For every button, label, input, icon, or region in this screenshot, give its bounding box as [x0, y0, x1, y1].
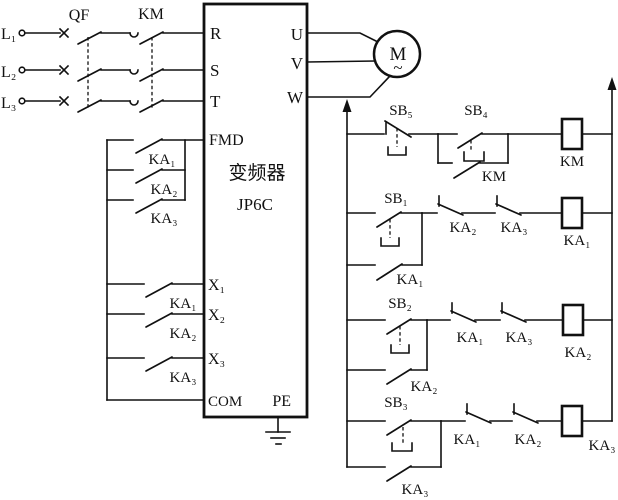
motor-ac-symbol: ~	[393, 58, 402, 77]
x2-contact-ka2: KA₂	[170, 326, 197, 342]
ka2-coil-label: KA₂	[565, 345, 592, 361]
terminal-fmd: FMD	[209, 132, 244, 149]
ka1-nc-label: KA₁	[454, 432, 481, 448]
terminal-x2: X₂	[208, 307, 225, 324]
no-pushbutton-sb4-icon	[457, 132, 483, 149]
no-contact-blade-icon	[145, 312, 173, 328]
km-coil	[560, 117, 584, 151]
motor: M ~	[306, 29, 422, 98]
km-seal-label: KM	[482, 169, 506, 185]
seal-contact-ka2-icon	[386, 368, 412, 385]
sb2-label: SB₂	[388, 296, 412, 312]
x3-contact-ka3: KA₃	[170, 370, 197, 386]
fmd-contact-ka3: KA₃	[151, 211, 178, 227]
rung-km: SB₅ SB₄ KM KM	[346, 103, 613, 185]
ka1-seal-label: KA₁	[397, 272, 424, 288]
terminal-x3: X₃	[208, 351, 225, 368]
sb5-label: SB₅	[389, 103, 413, 119]
contact-arc-icon	[129, 32, 139, 38]
no-contact-blade-icon	[145, 356, 173, 372]
seal-contact-km-icon	[453, 161, 481, 179]
x-input-relay-contacts: KA₁ KA₂ KA₃	[106, 282, 205, 401]
up-arrow-icon	[607, 77, 617, 90]
ka1-coil-label: KA₁	[564, 233, 591, 249]
terminal-dot	[18, 29, 26, 37]
ka3-coil-label: KA₃	[589, 438, 616, 454]
no-contact-blade-icon	[135, 198, 163, 214]
ka3-seal-label: KA₃	[402, 482, 429, 498]
terminal-com: COM	[208, 394, 242, 410]
fmd-contact-ka1: KA₁	[149, 152, 176, 168]
terminal-u: U	[291, 25, 303, 44]
ka1-coil	[560, 196, 584, 230]
breaker-blade-icon	[77, 31, 102, 45]
control-circuit: SB₅ SB₄ KM KM	[342, 77, 617, 498]
no-contact-blade-icon	[135, 138, 163, 154]
ka2-seal-label: KA₂	[411, 379, 438, 395]
ka2-nc-label: KA₂	[515, 432, 542, 448]
terminal-pe: PE	[272, 393, 291, 410]
terminal-dot	[18, 97, 26, 105]
phase-label-l1: L₁	[1, 26, 16, 43]
rung-ka3: SB₃ KA₁ KA₂ KA₃ KA₃	[346, 395, 616, 498]
no-pushbutton-sb3-icon	[386, 419, 412, 436]
sb3-label: SB₃	[384, 395, 408, 411]
terminal-t: T	[210, 92, 221, 111]
inverter-model: JP6C	[237, 195, 273, 214]
ka1-nc-label: KA₁	[457, 330, 484, 346]
km-coil-label: KM	[560, 154, 584, 170]
terminal-r: R	[210, 24, 222, 43]
up-arrow-icon	[342, 99, 352, 112]
x1-contact-ka1: KA₁	[170, 296, 197, 312]
phase-label-l3: L₃	[1, 95, 16, 112]
no-pushbutton-sb1-icon	[376, 211, 402, 228]
terminal-x1: X₁	[208, 277, 225, 294]
rung-ka1: SB₁ KA₂ KA₃ KA₁ KA₁	[346, 191, 613, 288]
ka3-nc-label: KA₃	[506, 330, 533, 346]
power-input: L₁ L₂ L₃	[1, 26, 205, 112]
inverter-title: 变频器	[228, 162, 285, 184]
terminal-v: V	[291, 54, 304, 73]
sb1-label: SB₁	[384, 191, 408, 207]
qf-breaker: QF	[69, 7, 102, 113]
ground-symbol	[265, 416, 291, 445]
ka2-nc-label: KA₂	[450, 220, 477, 236]
no-contact-blade-icon	[145, 282, 173, 298]
contactor-label: KM	[138, 6, 164, 23]
seal-contact-ka1-icon	[376, 263, 403, 281]
motor-label: M	[390, 44, 407, 65]
no-contact-blade-icon	[135, 168, 163, 184]
terminal-s: S	[210, 61, 219, 80]
phase-label-l2: L₂	[1, 64, 16, 81]
fmd-contact-ka2: KA₂	[151, 182, 178, 198]
terminal-w: W	[287, 88, 304, 107]
ka3-coil	[560, 404, 584, 438]
motor-circle-icon	[372, 29, 422, 79]
km-main-contacts: KM	[129, 6, 164, 113]
rung-ka2: SB₂ KA₁ KA₃ KA₂ KA₂	[346, 296, 613, 395]
seal-contact-ka3-icon	[386, 465, 412, 482]
sb4-label: SB₄	[464, 103, 488, 119]
terminal-dot	[18, 66, 26, 74]
fmd-relay-contacts: KA₁ KA₂ KA₃	[106, 138, 205, 401]
breaker-label: QF	[69, 7, 90, 24]
inverter-box: R S T FMD X₁ X₂ X₃ COM U V W PE 变频器 JP6C	[202, 2, 309, 419]
ka3-nc-label: KA₃	[501, 220, 528, 236]
no-pushbutton-sb2-icon	[386, 318, 412, 335]
ka2-coil	[561, 303, 585, 337]
